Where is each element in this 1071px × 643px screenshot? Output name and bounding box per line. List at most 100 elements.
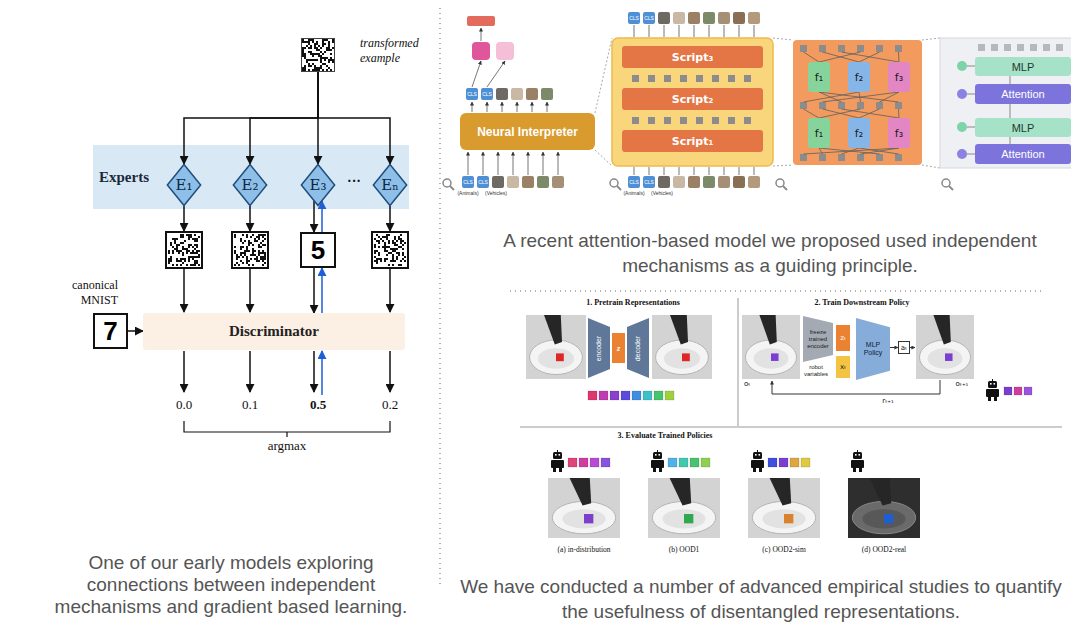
noise-pixel <box>388 240 390 242</box>
robot-leg <box>659 468 662 472</box>
arrow-line <box>249 351 251 392</box>
cube-icon <box>610 391 619 400</box>
routing-line <box>842 52 900 62</box>
node-label: f₃ <box>895 71 903 84</box>
norm-dot <box>957 122 967 132</box>
bowl-inside <box>928 348 963 368</box>
noise-pixel <box>394 260 396 262</box>
arrow-line <box>389 269 391 312</box>
noise-pixel <box>246 260 248 262</box>
noise-pixel <box>400 238 402 240</box>
dotted-separator <box>510 290 1042 292</box>
noise-pixel <box>308 65 310 67</box>
noise-pixel <box>246 258 248 260</box>
noise-pixel <box>250 242 252 244</box>
noise-pixel <box>310 59 312 61</box>
noise-pixel <box>316 47 318 49</box>
digit-box: canonical MNIST7 <box>93 313 128 349</box>
noise-pixel <box>248 260 250 262</box>
zoom-line <box>922 38 940 40</box>
noise-pixel <box>318 49 320 51</box>
routing-line <box>859 109 880 118</box>
noise-pixel <box>188 246 190 248</box>
noise-pixel <box>172 252 174 254</box>
noise-pixel <box>262 260 264 262</box>
arrow-line <box>724 25 725 37</box>
robot-leg <box>853 468 856 472</box>
noise-pixel <box>394 242 396 244</box>
noise-pixel <box>326 65 328 67</box>
hidden-token <box>857 45 864 52</box>
policy-trapezoid-shape <box>856 318 890 380</box>
noise-pixel <box>398 264 400 266</box>
image-patch-token <box>718 176 730 188</box>
noise-pixel <box>198 236 200 238</box>
reward-label: rₜ₊₁ <box>874 397 902 405</box>
noise-pixel <box>170 244 172 246</box>
bowl-inside <box>664 348 700 368</box>
image-caption: (d) OOD2-real <box>839 545 929 554</box>
noise-pixel <box>254 254 256 256</box>
noise-pixel <box>316 43 318 45</box>
node-label: MLP Policy <box>859 341 887 357</box>
noise-pixel <box>392 242 394 244</box>
noise-pixel <box>242 242 244 244</box>
script-block: Script₁ <box>622 130 763 152</box>
node-label: Experts <box>99 169 149 186</box>
hidden-token <box>819 45 826 52</box>
noise-pixel <box>196 240 198 242</box>
robot-head <box>653 452 662 459</box>
noise-pixel <box>258 250 260 252</box>
noise-pixel <box>186 252 188 254</box>
connector-arrow <box>321 201 323 232</box>
noise-pixel <box>182 236 184 238</box>
cube-icon <box>568 458 577 467</box>
noise-pixel <box>324 39 326 41</box>
noise-pixel <box>180 260 182 262</box>
noise-pixel <box>234 234 236 236</box>
robot-icon <box>651 450 664 472</box>
digit: 5 <box>311 237 325 263</box>
image-patch-token <box>733 176 745 188</box>
noise-pixel <box>172 264 174 266</box>
panel-divider <box>520 427 1062 428</box>
token-label: CLS <box>481 88 493 100</box>
argmax-bracket <box>184 421 390 437</box>
noise-pixel <box>314 69 316 71</box>
robot-antenna <box>857 450 858 452</box>
noise-pixel <box>376 250 378 252</box>
robot-head <box>553 452 562 459</box>
noise-pixel <box>182 234 184 236</box>
noise-pixel <box>382 246 384 248</box>
encoder-trapezoid: encoder <box>588 318 610 378</box>
hidden-token <box>648 75 655 82</box>
noise-pixel <box>378 258 380 260</box>
noise-pixel <box>258 236 260 238</box>
noise-pixel <box>392 248 394 250</box>
noise-pixel <box>302 49 304 51</box>
hidden-token <box>712 117 719 124</box>
noise-pixel <box>308 59 310 61</box>
noise-pixel <box>398 252 400 254</box>
noise-pixel <box>254 238 256 240</box>
hidden-token <box>857 154 864 161</box>
arrow-line <box>547 102 548 112</box>
noise-pixel <box>192 246 194 248</box>
image-patch-token <box>541 88 553 100</box>
arrow-line <box>649 25 650 37</box>
token-label: CLS <box>462 176 474 188</box>
hidden-token <box>1030 44 1037 51</box>
noise-pixel <box>178 260 180 262</box>
noise-pixel <box>244 252 246 254</box>
noise-pixel <box>310 51 312 53</box>
arrow-line <box>967 94 975 95</box>
noise-pixel <box>180 242 182 244</box>
decoder-trapezoid: decoder <box>627 318 649 378</box>
noise-pixel <box>322 69 324 71</box>
routing-line <box>804 52 820 62</box>
noise-pixel <box>374 250 376 252</box>
hidden-token <box>800 45 807 52</box>
noise-pixel <box>254 258 256 260</box>
noise-pixel <box>398 246 400 248</box>
image-patch-token <box>552 176 564 188</box>
